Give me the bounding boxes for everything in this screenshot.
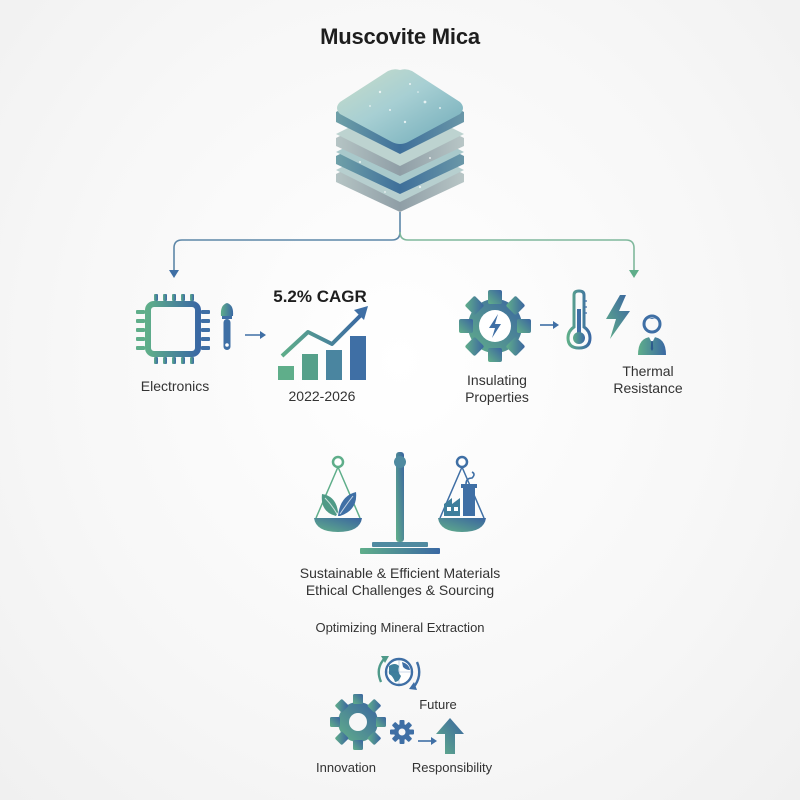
person-icon — [638, 314, 666, 355]
future-label: Future — [419, 697, 457, 712]
microchip-icon — [136, 294, 210, 364]
insulating-properties-label: Insulating Properties — [465, 372, 529, 405]
cagr-headline: 5.2% CAGR — [273, 287, 367, 306]
cagr-period: 2022-2026 — [288, 388, 356, 404]
gear-lightning-icon — [459, 290, 531, 362]
innovation-label: Innovation — [316, 760, 376, 775]
optimizing-extraction-caption: Optimizing Mineral Extraction — [315, 620, 485, 635]
growth-chart-icon — [278, 306, 368, 380]
brush-icon — [220, 303, 234, 350]
arrow-right-icon — [540, 321, 559, 329]
thermal-resistance-label: Thermal Resistance — [613, 363, 683, 396]
arrow-right-icon — [418, 737, 437, 745]
globe-cycle-icon — [377, 656, 421, 690]
electronics-label: Electronics — [140, 378, 210, 394]
factory-icon — [444, 471, 477, 516]
mica-layers-icon — [336, 69, 464, 212]
responsibility-label: Responsibility — [411, 760, 493, 775]
leaf-icon — [321, 492, 357, 516]
lightning-icon — [606, 295, 630, 339]
sustainable-materials-text: Sustainable & Efficient Materials — [299, 565, 501, 581]
balance-scale-icon — [314, 452, 486, 554]
thermometer-icon — [566, 289, 592, 350]
diagram-title: Muscovite Mica — [320, 24, 480, 49]
ethical-challenges-text: Ethical Challenges & Sourcing — [305, 582, 495, 598]
arrow-up-icon — [436, 718, 464, 754]
arrow-right-icon — [245, 331, 266, 339]
gears-icon — [330, 694, 414, 750]
